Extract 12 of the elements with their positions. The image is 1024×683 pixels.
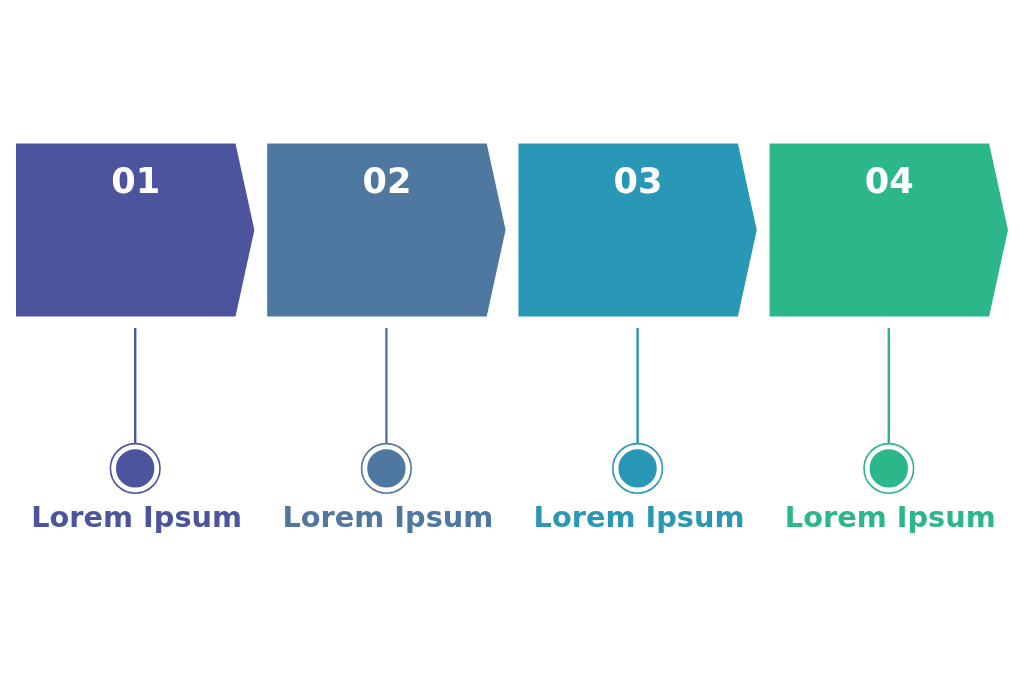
node-label: Lorem Ipsum — [31, 499, 243, 534]
node-label: Lorem Ipsum — [784, 499, 996, 534]
node-circle — [109, 442, 161, 494]
node-label: Lorem Ipsum — [282, 499, 494, 534]
connector — [385, 327, 388, 443]
node-label: Lorem Ipsum — [533, 499, 745, 534]
connector — [134, 327, 137, 443]
node-circle — [360, 442, 412, 494]
connector — [887, 327, 890, 443]
node-circle — [612, 442, 664, 494]
connector — [636, 327, 639, 443]
node-circle — [863, 442, 915, 494]
